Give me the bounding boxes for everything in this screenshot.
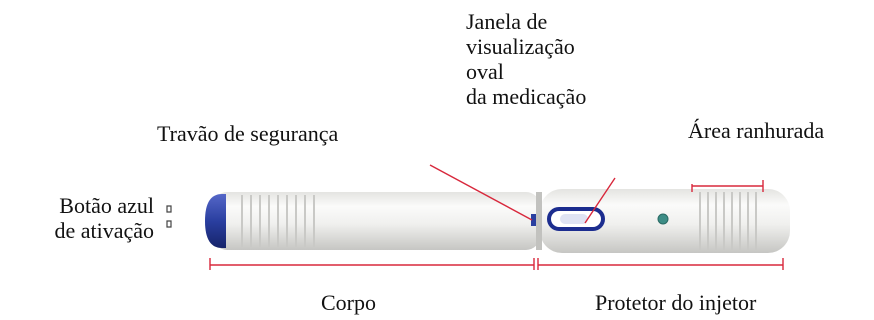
activation-tick-marks: [166, 205, 172, 228]
view-window-label-line-2: visualização: [466, 34, 575, 59]
view-window-label-line-4: da medicação: [466, 84, 587, 109]
safety-lock-pointer: [429, 164, 533, 221]
view-window-label-line-1: Janela de: [466, 9, 548, 34]
body-grip-ribs: [241, 195, 315, 247]
activation-button-label: Botão azul de ativação: [8, 193, 154, 243]
pen-joint: [536, 192, 542, 250]
activation-button-label-line-2: de ativação: [54, 218, 154, 243]
view-window-label: Janela de visualização oval da medicação: [466, 9, 586, 109]
needle-shield-label: Protetor do injetor: [595, 290, 757, 315]
view-window-label-line-3: oval: [466, 59, 504, 84]
view-window-inner: [560, 214, 588, 224]
pen-body-shape: [213, 192, 540, 250]
grip-area-label: Área ranhurada: [688, 118, 825, 143]
view-window-pointer: [584, 177, 616, 224]
callout-lines: [209, 164, 784, 270]
body-label: Corpo: [321, 290, 376, 315]
safety-lock-label: Travão de segurança: [157, 121, 339, 146]
body-bracket: [209, 258, 535, 270]
shield-bracket: [537, 258, 784, 270]
indicator-dot: [657, 213, 669, 225]
safety-lock-marker: [531, 214, 536, 226]
shield-grip-ribs: [699, 192, 757, 250]
activation-button-label-line-1: Botão azul: [59, 193, 154, 218]
activation-button-cap: [205, 194, 226, 248]
grip-area-bracket: [691, 180, 764, 192]
